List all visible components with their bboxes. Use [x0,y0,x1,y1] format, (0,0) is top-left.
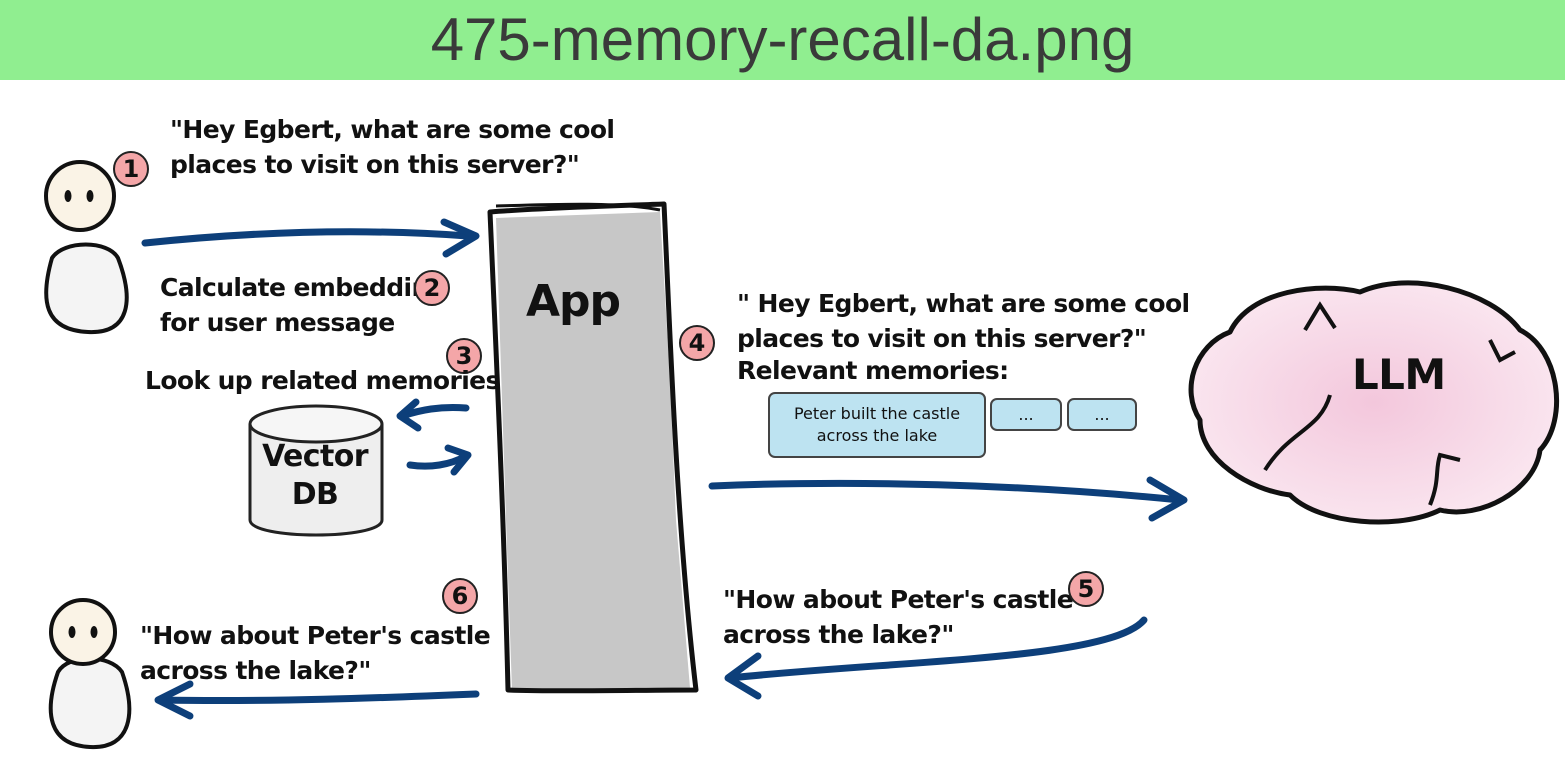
step-2-line: Calculate embedding [160,273,447,302]
vector-db-label-line: Vector [262,439,368,474]
app-box [487,201,699,694]
step-6-line: "How about Peter's castle [140,621,491,650]
arrow-head-user-to-app [440,218,480,258]
step-3-text: Look up related memories [145,363,500,398]
step-3-line: Look up related memories [145,366,500,395]
step-badge-2: 2 [414,270,450,306]
vector-db-label-line: DB [291,477,339,512]
memory-chip: ... [990,398,1062,431]
user-avatar-icon [44,160,129,335]
step-badge-5: 5 [1068,571,1104,607]
step-5-line: "How about Peter's castle [723,585,1074,614]
step-6-line: across the lake?" [140,656,371,685]
memory-chip: Peter built the castle across the lake [768,392,986,458]
memory-chip: ... [1067,398,1137,431]
step-1-line: places to visit on this server?" [170,150,580,179]
llm-label: LLM [1352,350,1446,399]
database-icon [248,404,384,537]
banner-title: 475-memory-recall-da.png [430,6,1135,73]
vector-db-label: Vector DB [250,438,380,514]
step-1-line: "Hey Egbert, what are some cool [170,115,615,144]
arrow-llm-to-app [726,616,1148,682]
step-badge-4: 4 [679,325,715,361]
step-4-line: " Hey Egbert, what are some cool [737,289,1190,318]
step-5-line: across the lake?" [723,620,954,649]
step-2-line: for user message [160,308,395,337]
arrow-head-db-to-app [444,444,472,476]
arrow-app-to-user [156,690,480,705]
cloud-icon [1188,280,1560,525]
arrow-head-llm-to-app [724,652,762,700]
arrow-user-to-app [141,228,472,247]
arrow-head-app-to-llm [1146,476,1188,522]
app-label: App [526,276,621,327]
step-6-text: "How about Peter's castle across the lak… [140,618,491,688]
title-banner: 475-memory-recall-da.png [0,0,1565,80]
arrow-app-to-llm [708,479,1184,504]
step-4-line: Relevant memories: [737,356,1009,385]
arrow-head-app-to-user [154,680,194,720]
step-2-text: Calculate embedding for user message [160,270,447,340]
step-4-text: " Hey Egbert, what are some cool places … [737,286,1190,386]
step-badge-6: 6 [442,578,478,614]
step-4-line: places to visit on this server?" [737,324,1147,353]
user-avatar-icon-bottom [48,598,132,750]
step-badge-3: 3 [446,338,482,374]
arrow-head-app-to-db [396,398,422,432]
step-badge-1: 1 [113,151,149,187]
step-5-text: "How about Peter's castle across the lak… [723,582,1074,652]
step-1-text: "Hey Egbert, what are some cool places t… [170,112,615,182]
